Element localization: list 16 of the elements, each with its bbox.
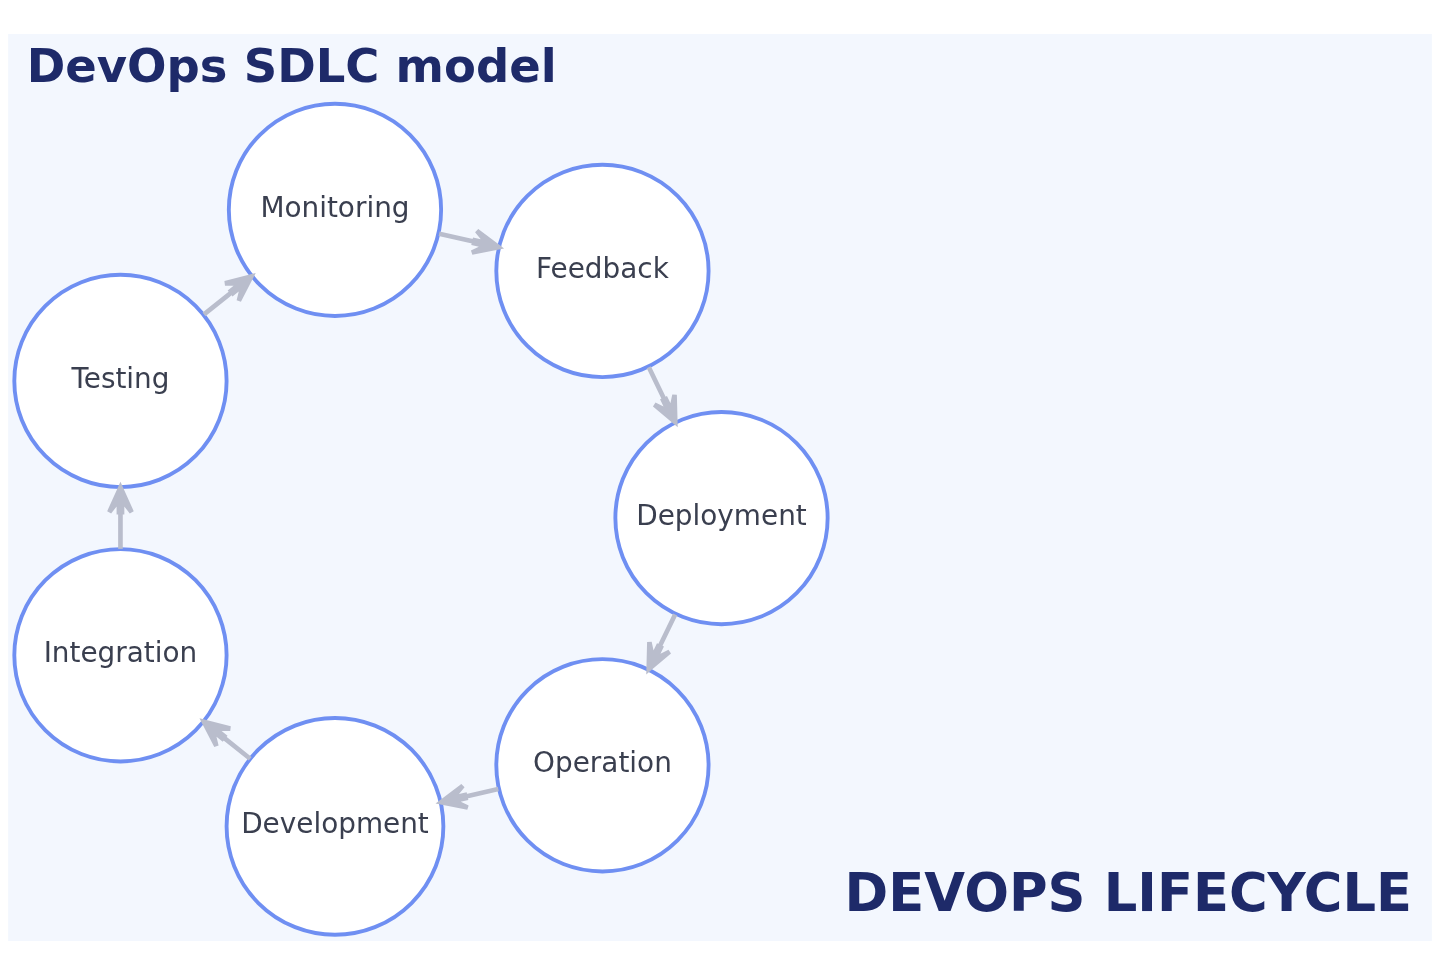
node-circle: Testing (12, 272, 229, 489)
node-circle: Monitoring (226, 101, 444, 318)
arrow (646, 366, 678, 425)
arrow (646, 613, 678, 672)
arrow (201, 719, 252, 761)
node-circle: Operation (494, 657, 711, 874)
arrow (106, 485, 134, 549)
node-circle: Development (224, 716, 446, 937)
arrow (438, 228, 501, 255)
node-circle: Integration (12, 547, 229, 764)
arrow (438, 783, 499, 810)
diagram-title: DevOps SDLC model (26, 39, 557, 94)
arrow (202, 274, 254, 317)
label: DEVOPS LIFECYCLE (844, 862, 1413, 924)
node-circle: Deployment (613, 410, 830, 627)
node-circle: Feedback (494, 162, 711, 379)
